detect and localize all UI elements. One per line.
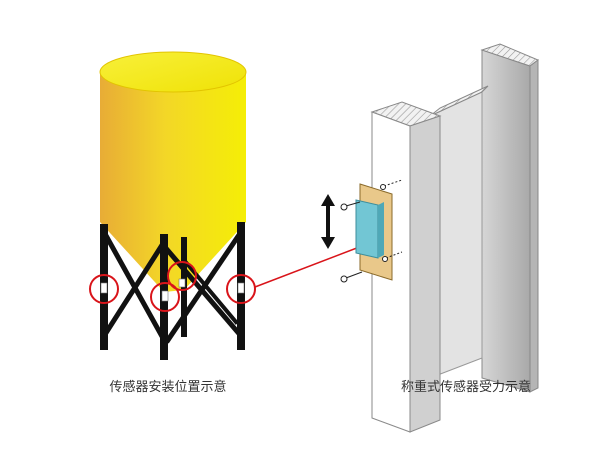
bolt-lower-left (340, 271, 363, 283)
brace (181, 257, 239, 325)
sensor-marker-left (89, 274, 119, 304)
connector-line (254, 245, 363, 288)
sensor-location-markers (89, 261, 256, 312)
silo-body (100, 72, 246, 233)
caption-weighing-sensor-force: 称重式传感器受力示意 (400, 380, 531, 395)
load-cell-assembly (340, 179, 403, 283)
silo (99, 51, 247, 292)
sensor-body (355, 199, 379, 259)
sensor-marker-inner (167, 261, 197, 291)
bolt-upper-right (380, 179, 403, 190)
bolt-upper-left (340, 201, 361, 211)
caption-sensor-installation: 传感器安装位置示意 (109, 380, 227, 395)
sensor-marker-center (150, 282, 180, 312)
force-double-arrow (321, 194, 335, 249)
sensor-marker-right (226, 274, 256, 304)
beam-back-flange (481, 49, 531, 393)
i-beam (370, 43, 539, 433)
bolt-lower-right (382, 251, 403, 262)
silo-top (99, 51, 247, 93)
brace (100, 238, 168, 340)
